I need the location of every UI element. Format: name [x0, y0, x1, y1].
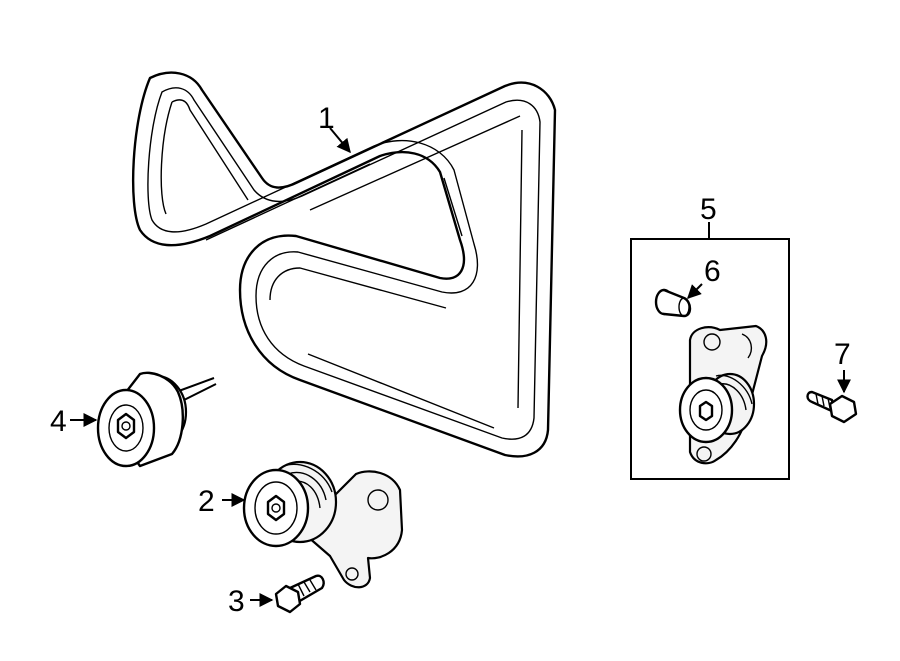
- tensioner-assembly[interactable]: [678, 324, 768, 465]
- callout-7-label[interactable]: 7: [834, 338, 851, 371]
- callout-4-label[interactable]: 4: [50, 405, 67, 438]
- callout-1-label[interactable]: 1: [318, 102, 335, 135]
- serpentine-belt[interactable]: [131, 71, 557, 458]
- tensioner-bolt[interactable]: [274, 574, 325, 614]
- idler-pulley[interactable]: [96, 371, 217, 468]
- callout-3-label[interactable]: 3: [228, 585, 245, 618]
- callout-2-label[interactable]: 2: [198, 485, 215, 518]
- kit-box: [630, 238, 790, 480]
- callout-1-arrow: [329, 127, 351, 154]
- bolt[interactable]: [806, 390, 858, 424]
- callout-6-arrow: [687, 283, 703, 299]
- callout-6-label[interactable]: 6: [704, 255, 721, 288]
- bushing[interactable]: [654, 288, 692, 318]
- belt-tensioner[interactable]: [242, 460, 404, 589]
- callout-5-label[interactable]: 5: [700, 193, 717, 226]
